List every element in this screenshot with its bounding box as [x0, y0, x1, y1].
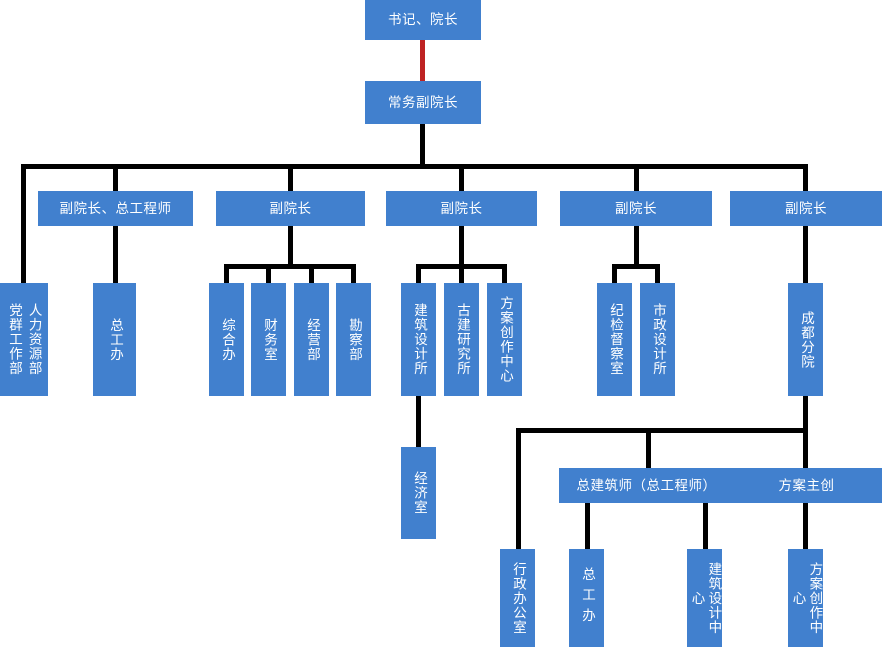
connector-bus-to-vp1 — [113, 164, 118, 191]
connector-deputy-down — [420, 124, 425, 168]
connector-leaddesign-to-schemecenter — [803, 503, 808, 550]
node-administration-office[interactable]: 行政办公室 — [500, 549, 535, 647]
connector-chengdu-bus — [516, 428, 808, 433]
node-vice-president-3[interactable]: 副院长 — [386, 191, 537, 226]
connector-bus-to-vp4 — [634, 164, 639, 191]
node-vice-president-4[interactable]: 副院长 — [560, 191, 712, 226]
connector-vp2-bus — [224, 264, 356, 269]
node-chengdu-branch[interactable]: 成都分院 — [788, 283, 823, 396]
connector-vp2-child1 — [224, 264, 229, 284]
node-lead-scheme-designer[interactable]: 方案主创 — [731, 468, 882, 503]
node-architectural-design-institute[interactable]: 建筑设计所 — [401, 283, 436, 396]
connector-bus-to-vp5 — [803, 164, 808, 191]
node-executive-vice-president[interactable]: 常务副院长 — [365, 81, 481, 124]
connector-vp3-child1 — [416, 264, 421, 284]
connector-arch-to-econ — [416, 396, 421, 448]
connector-chengdu-to-admin — [516, 428, 521, 550]
node-ancient-architecture-research-institute[interactable]: 古建研究所 — [444, 283, 479, 396]
connector-vp4-child2 — [655, 264, 660, 284]
connector-vp1-to-ceo-office — [113, 226, 118, 284]
node-economics-office[interactable]: 经济室 — [401, 447, 436, 539]
node-chengdu-scheme-creation-center[interactable]: 方案创作中心 — [788, 549, 823, 647]
node-survey-department[interactable]: 勘察部 — [336, 283, 371, 396]
node-secretary-president[interactable]: 书记、院长 — [365, 0, 481, 40]
connector-bus-to-vp3 — [459, 164, 464, 191]
node-operations-department[interactable]: 经营部 — [294, 283, 329, 396]
connector-vp4-bus — [612, 264, 660, 269]
connector-vp5-to-chengdu — [803, 226, 808, 284]
node-discipline-inspection-office[interactable]: 纪检督察室 — [597, 283, 632, 396]
connector-chief-to-deputy — [420, 39, 425, 82]
node-chengdu-chief-engineer-office[interactable]: 总工办 — [569, 549, 604, 647]
connector-level2-bus — [21, 164, 808, 169]
connector-vp4-child1 — [612, 264, 617, 284]
node-scheme-creation-center[interactable]: 方案创作中心 — [487, 283, 522, 396]
node-hr-and-party-affairs[interactable]: 人力资源部 党群工作部 — [0, 283, 48, 396]
connector-chengdu-to-leaddesign — [803, 428, 808, 468]
connector-chengdu-down — [803, 396, 808, 432]
node-vice-president-5[interactable]: 副院长 — [730, 191, 882, 226]
node-general-affairs-office[interactable]: 综合办 — [209, 283, 244, 396]
connector-vp3-child3 — [502, 264, 507, 284]
connector-bus-to-hr — [21, 164, 26, 284]
connector-vp3-down — [459, 226, 464, 268]
connector-vp3-child2 — [459, 264, 464, 284]
node-chief-engineer-office[interactable]: 总工办 — [93, 283, 136, 396]
connector-vp2-child2 — [266, 264, 271, 284]
connector-chiefarch-to-archcenter — [703, 503, 708, 550]
connector-bus-to-vp2 — [288, 164, 293, 191]
connector-vp2-child3 — [309, 264, 314, 284]
node-finance-office[interactable]: 财务室 — [251, 283, 286, 396]
node-architectural-design-center[interactable]: 建筑设计中心 — [687, 549, 722, 647]
connector-vp4-down — [634, 226, 639, 268]
connector-chiefarch-to-ceo-office — [585, 503, 590, 550]
node-vice-president-2[interactable]: 副院长 — [216, 191, 365, 226]
node-municipal-design-institute[interactable]: 市政设计所 — [640, 283, 675, 396]
connector-vp2-down — [288, 226, 293, 268]
node-chief-architect[interactable]: 总建筑师（总工程师） — [559, 468, 734, 503]
connector-vp2-child4 — [351, 264, 356, 284]
connector-chengdu-to-chiefarch — [646, 428, 651, 468]
node-vp-chief-engineer[interactable]: 副院长、总工程师 — [38, 191, 193, 226]
